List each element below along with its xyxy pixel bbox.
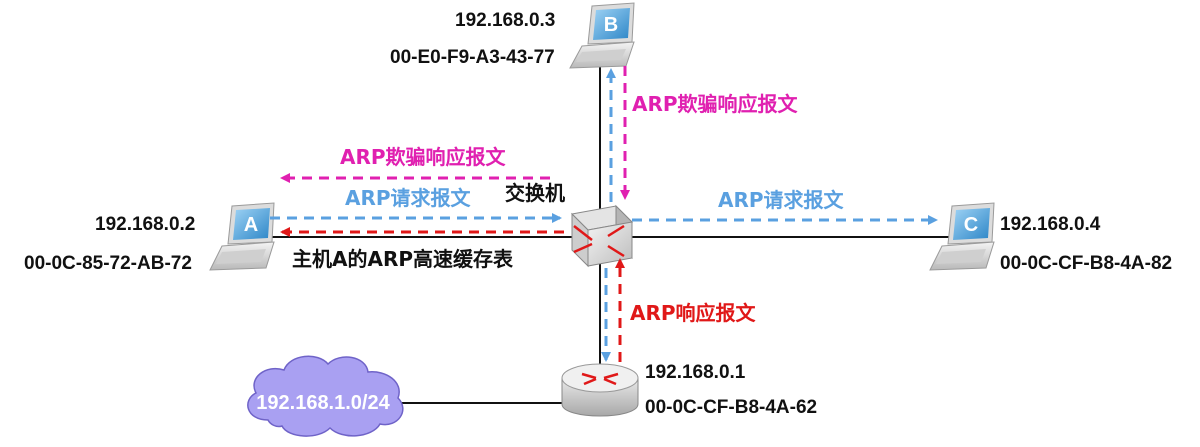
- laptop-icon: C: [929, 202, 995, 271]
- label-request-c: ARP请求报文: [718, 188, 845, 212]
- host-a-mac: 00-0C-85-72-AB-72: [24, 253, 192, 274]
- switch-icon: [570, 204, 634, 268]
- message-arrows: [270, 66, 938, 362]
- label-spoof-from-b: ARP欺骗响应报文: [632, 92, 799, 116]
- host-b-letter: B: [604, 14, 618, 36]
- host-c-laptop: C: [929, 202, 995, 271]
- host-c-ip: 192.168.0.4: [1000, 214, 1101, 235]
- label-request-a: ARP请求报文: [345, 186, 472, 210]
- host-b-mac: 00-E0-F9-A3-43-77: [390, 47, 555, 68]
- host-b-ip: 192.168.0.3: [455, 10, 555, 31]
- host-c-mac: 00-0C-CF-B8-4A-82: [1000, 253, 1172, 274]
- host-a-ip: 192.168.0.2: [95, 214, 195, 235]
- switch-label: 交换机: [505, 181, 565, 205]
- router-ip: 192.168.0.1: [645, 362, 746, 383]
- host-a-letter: A: [244, 214, 258, 236]
- host-c-letter: C: [964, 214, 978, 236]
- network-links: [268, 62, 950, 404]
- network-label: 192.168.1.0/24: [256, 392, 390, 414]
- laptop-icon: B: [569, 2, 635, 69]
- router-mac: 00-0C-CF-B8-4A-62: [645, 397, 817, 418]
- host-b-laptop: B: [569, 2, 635, 69]
- label-cache-a: 主机A的ARP高速缓存表: [292, 247, 514, 271]
- laptop-icon: A: [209, 202, 275, 271]
- host-a-laptop: A: [209, 202, 275, 271]
- router-icon: [561, 363, 639, 417]
- cloud-icon: 192.168.1.0/24: [247, 355, 404, 437]
- cloud-shape: [247, 355, 404, 437]
- label-reply-router: ARP响应报文: [630, 301, 757, 325]
- label-spoof-to-a: ARP欺骗响应报文: [340, 145, 507, 169]
